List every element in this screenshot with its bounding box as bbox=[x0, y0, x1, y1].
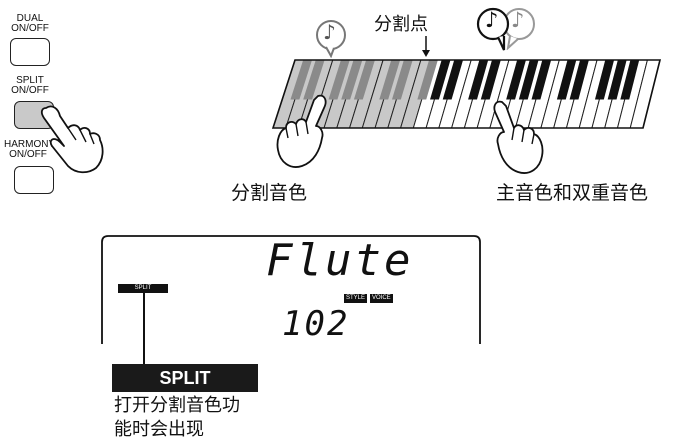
description-line-2: 能时会出现 bbox=[114, 419, 204, 440]
black-key bbox=[531, 60, 552, 100]
dual-on-off-button[interactable] bbox=[10, 38, 50, 66]
music-note-icon: ♪ bbox=[323, 20, 336, 44]
right-hand-icon bbox=[493, 100, 544, 174]
black-key bbox=[506, 60, 526, 100]
lcd-style-tag: STYLE bbox=[344, 294, 368, 303]
keyboard-illustration bbox=[271, 36, 662, 129]
black-key bbox=[442, 60, 464, 100]
black-key bbox=[569, 60, 589, 100]
black-key bbox=[379, 60, 401, 100]
lcd-voice-number: 102 bbox=[282, 304, 350, 344]
black-key bbox=[417, 60, 438, 100]
lcd-split-indicator: SPLIT bbox=[118, 284, 168, 293]
lcd-voice-tag: VOICE bbox=[370, 294, 393, 303]
black-key bbox=[303, 60, 325, 100]
dual-button-label: DUAL ON/OFF bbox=[11, 13, 49, 34]
main-dual-voice-caption: 主音色和双重音色 bbox=[496, 182, 649, 204]
music-note-icon: ♪ bbox=[511, 8, 525, 32]
black-key bbox=[607, 60, 627, 100]
keyboard-outline bbox=[271, 59, 662, 129]
lcd-display-frame bbox=[101, 235, 481, 344]
split-voice-caption: 分割音色 bbox=[231, 182, 308, 204]
black-key bbox=[328, 60, 350, 100]
split-point-label: 分割点 bbox=[374, 14, 428, 35]
black-key bbox=[430, 60, 451, 100]
music-note-icon: ♪ bbox=[485, 8, 499, 32]
lcd-voice-name: Flute bbox=[266, 235, 414, 286]
split-button-label: SPLIT ON/OFF bbox=[11, 75, 49, 96]
callout-leader-line bbox=[143, 293, 145, 365]
black-key bbox=[620, 60, 640, 100]
right-note-bubble-front: ♪ bbox=[474, 6, 512, 52]
black-key bbox=[468, 60, 489, 100]
description-line-1: 打开分割音色功 bbox=[114, 395, 240, 416]
black-key bbox=[480, 60, 501, 100]
black-key bbox=[353, 60, 375, 100]
harmony-button-label: HARMONY ON/OFF bbox=[4, 139, 56, 160]
harmony-on-off-button[interactable] bbox=[14, 166, 54, 194]
black-key bbox=[391, 60, 413, 100]
black-key bbox=[594, 60, 615, 100]
split-callout-label: SPLIT bbox=[112, 364, 258, 392]
split-point-arrowhead bbox=[422, 50, 430, 57]
black-key bbox=[290, 60, 312, 100]
left-hand-icon bbox=[276, 94, 327, 168]
split-callout-description: 打开分割音色功 能时会出现 bbox=[114, 394, 240, 442]
black-key bbox=[556, 60, 577, 100]
left-note-bubble: ♪ bbox=[314, 18, 348, 59]
pressing-hand-icon bbox=[40, 105, 104, 174]
right-note-bubble-back: ♪ bbox=[500, 6, 538, 51]
black-key bbox=[518, 60, 539, 100]
black-key bbox=[341, 60, 363, 100]
